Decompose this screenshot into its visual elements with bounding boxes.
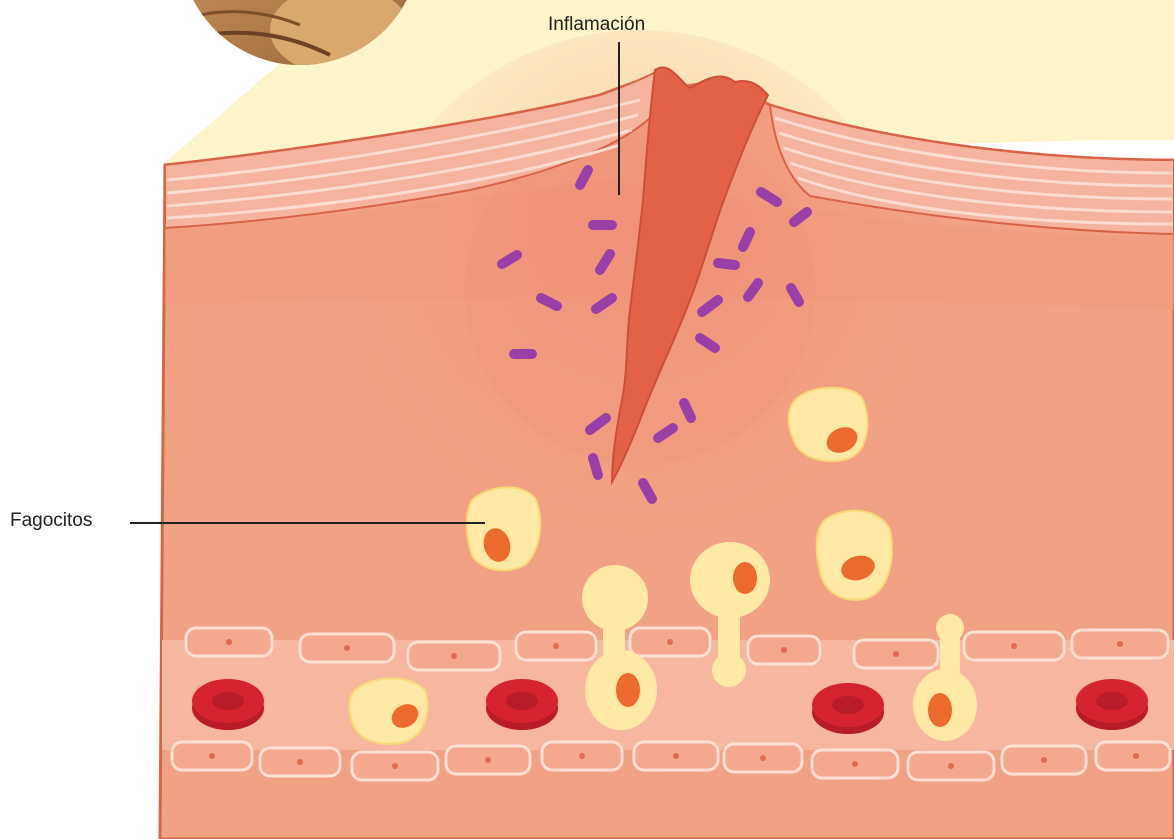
bacteria-icon [791,288,799,302]
bacteria-icon [580,170,588,185]
bacteria-icon [593,458,598,475]
red-blood-cell-icon [812,683,884,734]
red-blood-cell-icon [1076,679,1148,730]
bacteria-icon [743,232,750,247]
phagocyte-icon [789,388,868,461]
phagocyte-icon [817,511,892,600]
phagocytes-label: Fagocitos [10,510,92,532]
red-blood-cell-icon [192,679,264,730]
red-blood-cell-icon [486,679,558,730]
bacteria-icon [684,403,691,418]
bacteria-icon [718,263,735,265]
phagocyte-icon [467,487,540,570]
phagocyte-icon [349,678,427,744]
inflammation-label: Inflamación [548,14,645,36]
skin-block [130,30,1174,839]
